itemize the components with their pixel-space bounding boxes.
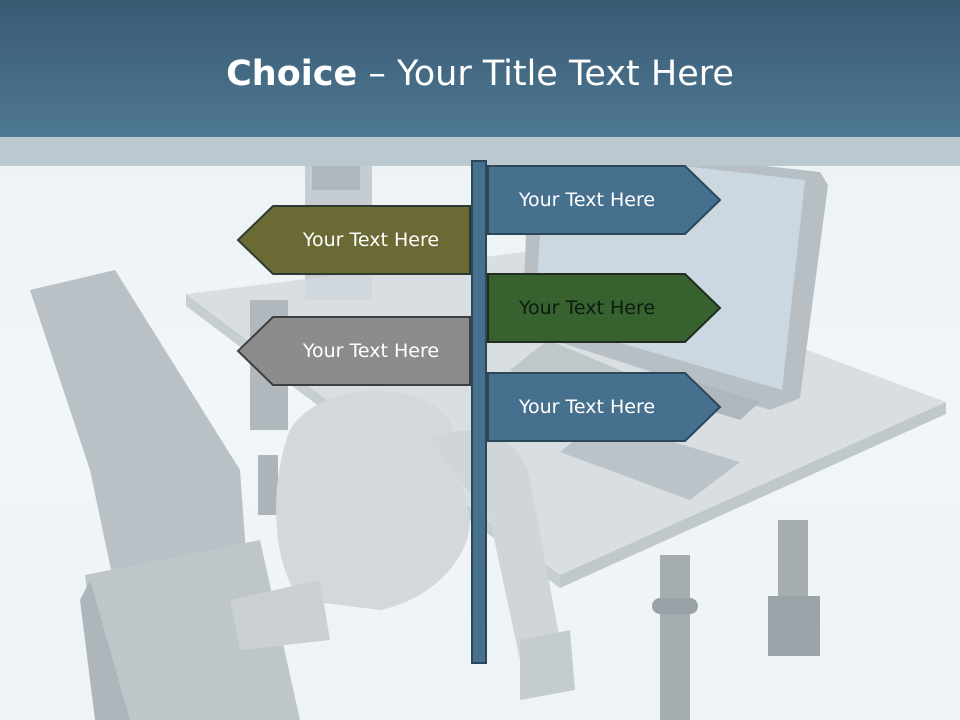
sign-right-1[interactable]: Your Text Here — [487, 165, 723, 235]
sign-left-2-label: Your Text Here — [302, 340, 440, 362]
sign-right-2[interactable]: Your Text Here — [487, 273, 723, 343]
sign-left-2-shape — [236, 316, 471, 386]
sign-right-3-label: Your Text Here — [518, 396, 656, 418]
title-bold-word: Choice — [226, 54, 358, 94]
title-bar — [0, 0, 960, 137]
sign-left-1[interactable]: Your Text Here — [235, 205, 471, 275]
sign-right-2-shape — [487, 273, 722, 343]
sign-right-2-label: Your Text Here — [518, 297, 656, 319]
title-text: – Your Title Text Here — [357, 54, 734, 94]
sign-right-3-shape — [487, 372, 722, 442]
sign-left-1-shape — [236, 205, 471, 275]
sign-right-1-label: Your Text Here — [518, 189, 656, 211]
sign-left-1-label: Your Text Here — [302, 229, 440, 251]
sign-right-3[interactable]: Your Text Here — [487, 372, 723, 442]
signpost-pole — [471, 160, 487, 664]
sign-left-2[interactable]: Your Text Here — [235, 316, 471, 386]
slide-title[interactable]: Choice – Your Title Text Here — [0, 52, 960, 96]
sign-right-1-shape — [487, 165, 722, 235]
